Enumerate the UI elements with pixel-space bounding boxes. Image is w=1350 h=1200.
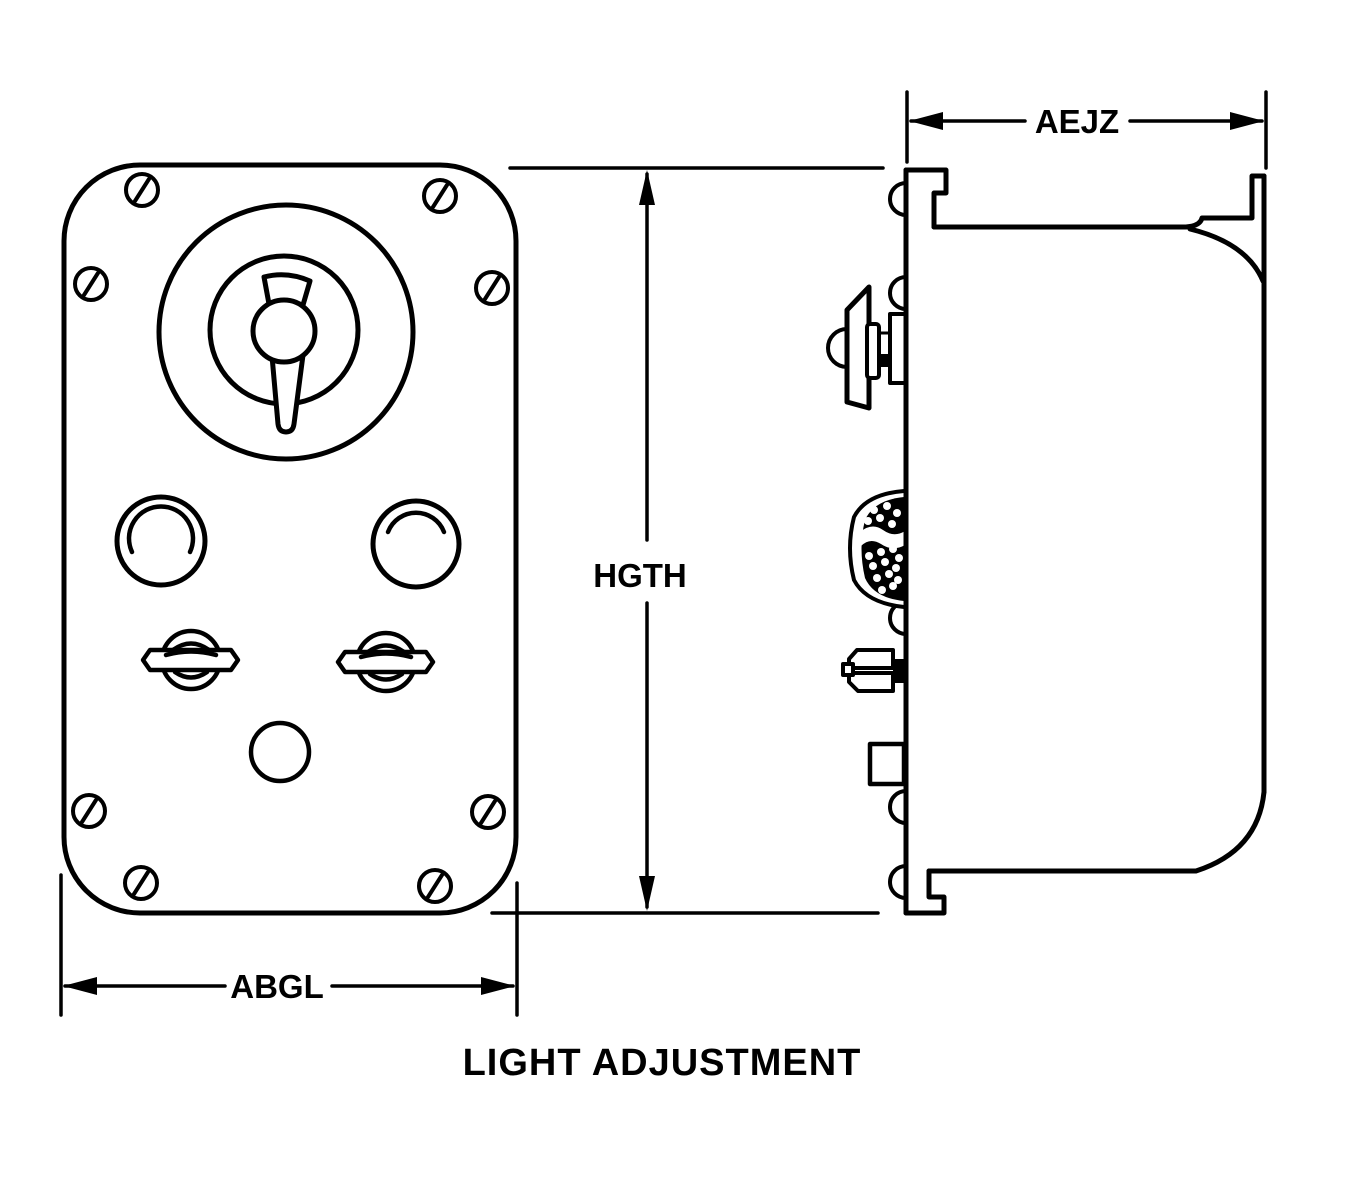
wing-screw-right-slot-arc xyxy=(358,651,414,660)
wing-screw-side-profile xyxy=(841,648,906,693)
side-screw-profile-2 xyxy=(888,275,908,311)
toggle-lever xyxy=(269,352,306,435)
wing-screw-side-nut xyxy=(893,659,906,683)
hgth-arrow-down xyxy=(639,876,655,911)
screw-top-right-icon xyxy=(422,178,458,214)
front-panel-outline xyxy=(61,162,519,916)
side-view xyxy=(826,167,1267,916)
screw-left-upper-icon xyxy=(73,266,109,302)
side-body-bottom-edge xyxy=(926,789,1267,874)
knurled-knob xyxy=(848,489,906,609)
hole-right xyxy=(370,498,462,590)
side-screw-profile-4 xyxy=(888,789,908,825)
dimension-hgth xyxy=(490,166,885,915)
wing-screw-right xyxy=(335,630,436,694)
toggle-side-tip xyxy=(826,327,849,369)
side-screw-profiles xyxy=(888,181,908,900)
wing-screw-side-upper-wing xyxy=(847,648,895,670)
side-body-top-fillet xyxy=(1187,226,1266,284)
screw-right-lower-icon xyxy=(470,794,506,830)
hgth-label: HGTH xyxy=(593,557,687,594)
wing-screw-left-slot-arc xyxy=(163,649,219,658)
hgth-arrow-up xyxy=(639,170,655,205)
dimension-abgl xyxy=(59,873,519,1017)
screw-top-left-icon xyxy=(124,172,160,208)
small-hole-bottom xyxy=(248,720,312,784)
aejz-arrow-right xyxy=(1230,112,1264,130)
front-view xyxy=(61,162,519,916)
panel-holes xyxy=(114,494,462,590)
hole-left-inner-arc xyxy=(126,504,196,555)
side-screw-profile-5 xyxy=(888,864,908,900)
abgl-arrow-right xyxy=(481,977,515,995)
toggle-pivot xyxy=(250,297,318,365)
screw-right-upper-icon xyxy=(474,270,510,306)
toggle-switch xyxy=(250,272,318,435)
toggle-side-profile xyxy=(826,284,908,411)
wing-screw-right-bottom-arc xyxy=(367,671,405,682)
drawing-title: LIGHT ADJUSTMENT xyxy=(463,1042,862,1084)
wing-screw-side-lower-wing xyxy=(847,671,895,693)
aejz-arrow-left xyxy=(909,112,943,130)
dimension-aejz xyxy=(905,90,1268,170)
knob-knurl-dots xyxy=(864,502,903,594)
side-panel-edge xyxy=(903,167,949,916)
toggle-side-hub xyxy=(865,322,881,380)
side-body-top-edge xyxy=(931,173,1267,230)
wing-screw-left xyxy=(140,628,241,692)
side-body-outline xyxy=(926,173,1267,874)
hole-left xyxy=(114,494,208,588)
screw-bottom-right-icon xyxy=(417,868,453,904)
screw-left-lower-icon xyxy=(71,793,107,829)
toggle-side-stem xyxy=(879,354,890,367)
side-rect-boss xyxy=(867,741,907,787)
toggle-bezel-outer xyxy=(156,202,416,462)
hole-right-inner-arc xyxy=(385,510,447,535)
knob-knurl-gap xyxy=(860,526,905,549)
side-panel-top-flange xyxy=(903,167,949,230)
screw-bottom-left-icon xyxy=(123,865,159,901)
side-panel-bottom-flange xyxy=(903,868,947,916)
wing-screw-left-bottom-arc xyxy=(172,669,210,680)
aejz-label: AEJZ xyxy=(1035,103,1119,140)
side-screw-profile-1 xyxy=(888,181,908,217)
wing-screw-side-tab xyxy=(841,662,855,677)
abgl-label: ABGL xyxy=(230,968,324,1005)
panel-screws xyxy=(71,172,510,904)
abgl-arrow-left xyxy=(63,977,97,995)
